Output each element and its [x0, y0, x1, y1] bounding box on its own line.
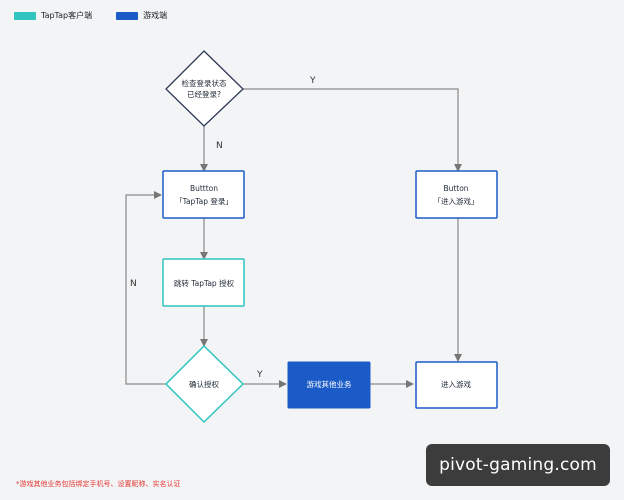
legend-label-taptap-client: TapTap客户端 — [41, 11, 93, 20]
watermark: pivot-gaming.com — [426, 444, 610, 486]
node-enter-game: 进入游戏 — [415, 361, 498, 409]
node-taptap-login-button: Buttton 「TapTap 登录」 — [162, 170, 245, 219]
taptap-button-line2: 「TapTap 登录」 — [175, 196, 233, 206]
edge-label-yes-top: Y — [309, 76, 316, 86]
legend-swatch-blue — [116, 11, 139, 20]
edge-label-no-top: N — [216, 141, 223, 151]
game-other-business-label: 游戏其他业务 — [307, 379, 352, 389]
confirm-authorize-label: 确认授权 — [189, 379, 219, 389]
edge-label-yes-bottom: Y — [256, 370, 263, 380]
edge-label-no-loop: N — [130, 279, 137, 289]
footnote: *游戏其他业务包括绑定手机号、设置昵称、实名认证 — [16, 480, 181, 488]
edge-check-yes-to-enter-button — [243, 88, 462, 172]
check-login-line1: 检查登录状态 — [182, 78, 227, 88]
legend: TapTap客户端 游戏端 — [14, 10, 183, 21]
edge-confirm-no-loop-to-taptap-button — [125, 191, 166, 385]
node-enter-game-button: Button 「进入游戏」 — [415, 170, 498, 219]
enter-button-line2: 「进入游戏」 — [434, 196, 479, 206]
decision-check-login: 检查登录状态 已经登录? — [165, 50, 244, 127]
taptap-button-line1: Buttton — [190, 184, 218, 193]
decision-confirm-authorize: 确认授权 — [164, 344, 245, 424]
node-game-other-business: 游戏其他业务 — [287, 361, 371, 409]
check-login-line2: 已经登录? — [187, 89, 221, 99]
legend-swatch-teal — [14, 11, 36, 20]
enter-game-label: 进入游戏 — [441, 379, 471, 389]
legend-label-game-side: 游戏端 — [143, 11, 168, 20]
legend-item-game-side: 游戏端 — [116, 10, 167, 21]
enter-button-line1: Button — [443, 184, 468, 193]
legend-item-taptap-client: TapTap客户端 — [14, 10, 92, 21]
node-jump-authorize: 跳转 TapTap 授权 — [162, 258, 245, 307]
jump-authorize-label: 跳转 TapTap 授权 — [174, 278, 235, 288]
